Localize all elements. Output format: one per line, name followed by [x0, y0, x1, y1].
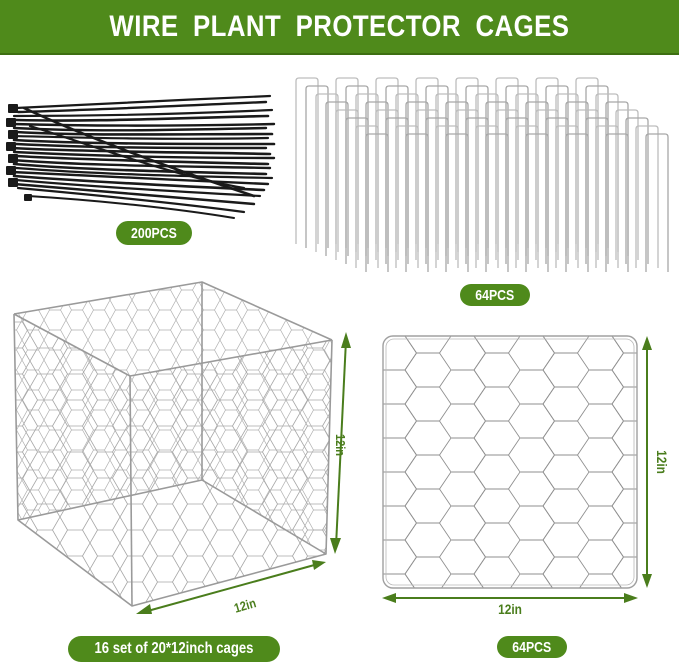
cage-caption-badge: 16 set of 20*12inch cages	[68, 636, 280, 662]
page-title: WIRE PLANT PROTECTOR CAGES	[109, 9, 570, 43]
wire-panel-icon	[382, 335, 652, 603]
panel-height-label: 12in	[654, 450, 670, 474]
zip-ties-quantity-badge: 200PCS	[116, 221, 192, 245]
title-banner: WIRE PLANT PROTECTOR CAGES	[0, 0, 679, 55]
cage-height-label: 12in	[333, 433, 348, 457]
garden-stake-icon	[295, 77, 669, 272]
stakes-quantity-badge: 64PCS	[460, 284, 530, 306]
panel-width-label: 12in	[498, 601, 522, 617]
zip-ties-icon	[6, 94, 276, 219]
panel-quantity-badge: 64PCS	[497, 636, 567, 658]
wire-cage-icon	[13, 281, 351, 614]
